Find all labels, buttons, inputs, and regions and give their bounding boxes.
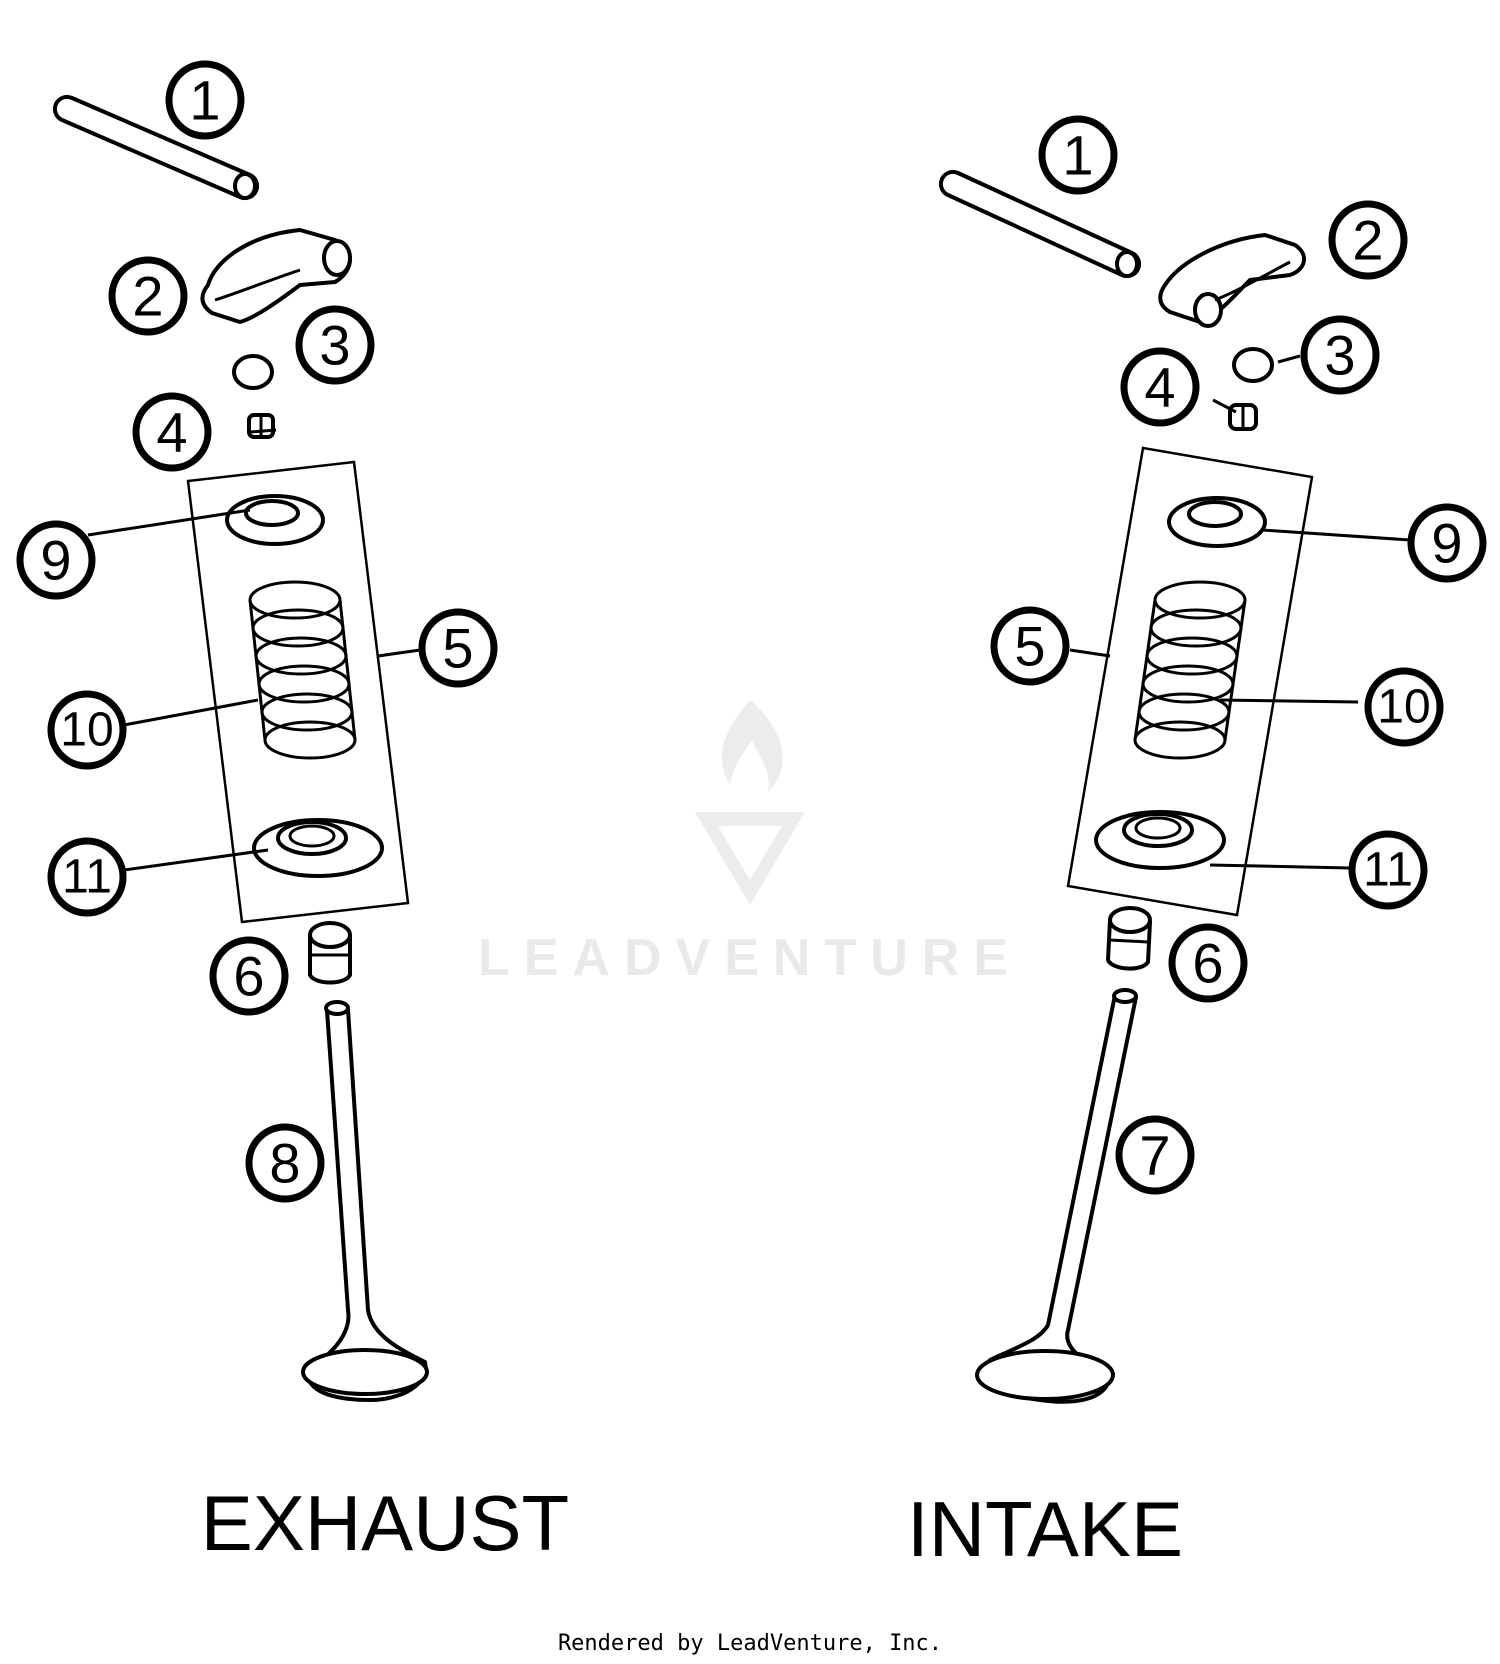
svg-text:1: 1 [189,69,220,132]
exhaust-label: EXHAUST [201,1479,569,1567]
exhaust-callout-9: 9 [16,520,96,600]
exhaust-valve-spring [248,580,357,760]
leadventure-watermark: LEADVENTURE [478,700,1022,987]
svg-text:5: 5 [1014,615,1045,678]
svg-text:10: 10 [60,704,113,757]
exhaust-callout-3: 3 [295,305,375,385]
leadventure-v-icon [695,812,805,905]
svg-text:6: 6 [1192,932,1223,995]
intake-rocker-shaft [938,169,1142,279]
exhaust-rocker-shaft [52,94,260,201]
intake-callout-11: 11 [1348,830,1428,910]
svg-text:9: 9 [1431,512,1462,575]
exhaust-tappet [232,354,274,390]
intake-callout-9: 9 [1407,503,1487,583]
svg-text:11: 11 [62,851,112,904]
exhaust-valve-stem-seal [308,921,352,985]
intake-valve [975,988,1138,1404]
exhaust-callout-8: 8 [245,1123,325,1203]
intake-spring-retainer [1167,496,1267,548]
intake-rocker-arm [1158,233,1306,328]
intake-valve-spring [1133,580,1247,760]
intake-assembly [938,169,1411,1404]
svg-text:9: 9 [40,529,71,592]
svg-text:1: 1 [1062,124,1093,187]
footer-credit: Rendered by LeadVenture, Inc. [558,1631,942,1656]
svg-text:2: 2 [1352,209,1383,272]
svg-text:10: 10 [1377,681,1430,734]
svg-text:4: 4 [1144,356,1175,419]
exhaust-callout-11: 11 [47,837,127,917]
intake-callout-2: 2 [1328,200,1408,280]
exhaust-spring-seat [252,818,384,878]
exhaust-callout-4: 4 [132,392,212,472]
intake-valve-keeper [1228,403,1258,431]
exhaust-callout-6: 6 [209,936,289,1016]
intake-callout-1: 1 [1038,115,1118,195]
exhaust-callout-5: 5 [418,608,498,688]
watermark-text: LEADVENTURE [478,929,1022,987]
svg-text:6: 6 [233,945,264,1008]
svg-text:3: 3 [319,314,350,377]
svg-text:2: 2 [132,265,163,328]
exhaust-assembly [52,94,429,1402]
svg-text:8: 8 [269,1132,300,1195]
intake-callout-6: 6 [1168,923,1248,1003]
intake-callout-4: 4 [1120,347,1200,427]
intake-tappet [1232,347,1274,383]
exhaust-callout-2: 2 [108,256,188,336]
exhaust-valve [301,1000,429,1402]
exhaust-callout-10: 10 [47,690,127,770]
intake-callout-5: 5 [990,606,1070,686]
svg-text:3: 3 [1324,324,1355,387]
leadventure-flame-icon [721,700,783,792]
exhaust-callout-1: 1 [165,60,245,140]
exhaust-rocker-arm [200,228,352,324]
intake-label: INTAKE [907,1485,1183,1573]
intake-callout-3: 3 [1300,315,1380,395]
intake-callouts: 1 2 3 4 9 5 10 11 [990,115,1487,1195]
intake-valve-spring-set-box [1066,446,1314,917]
exhaust-callouts: 1 2 3 4 9 5 10 11 [16,60,498,1203]
svg-text:5: 5 [442,617,473,680]
intake-callout-7: 7 [1115,1115,1195,1195]
intake-valve-stem-seal [1106,906,1152,971]
exhaust-valve-spring-set-box [186,460,410,924]
exhaust-spring-retainer [225,494,325,546]
svg-text:4: 4 [156,401,187,464]
svg-text:7: 7 [1139,1124,1170,1187]
intake-spring-seat [1094,810,1226,870]
svg-text:11: 11 [1363,844,1413,897]
exhaust-valve-keeper [247,413,275,439]
intake-callout-10: 10 [1364,667,1444,747]
